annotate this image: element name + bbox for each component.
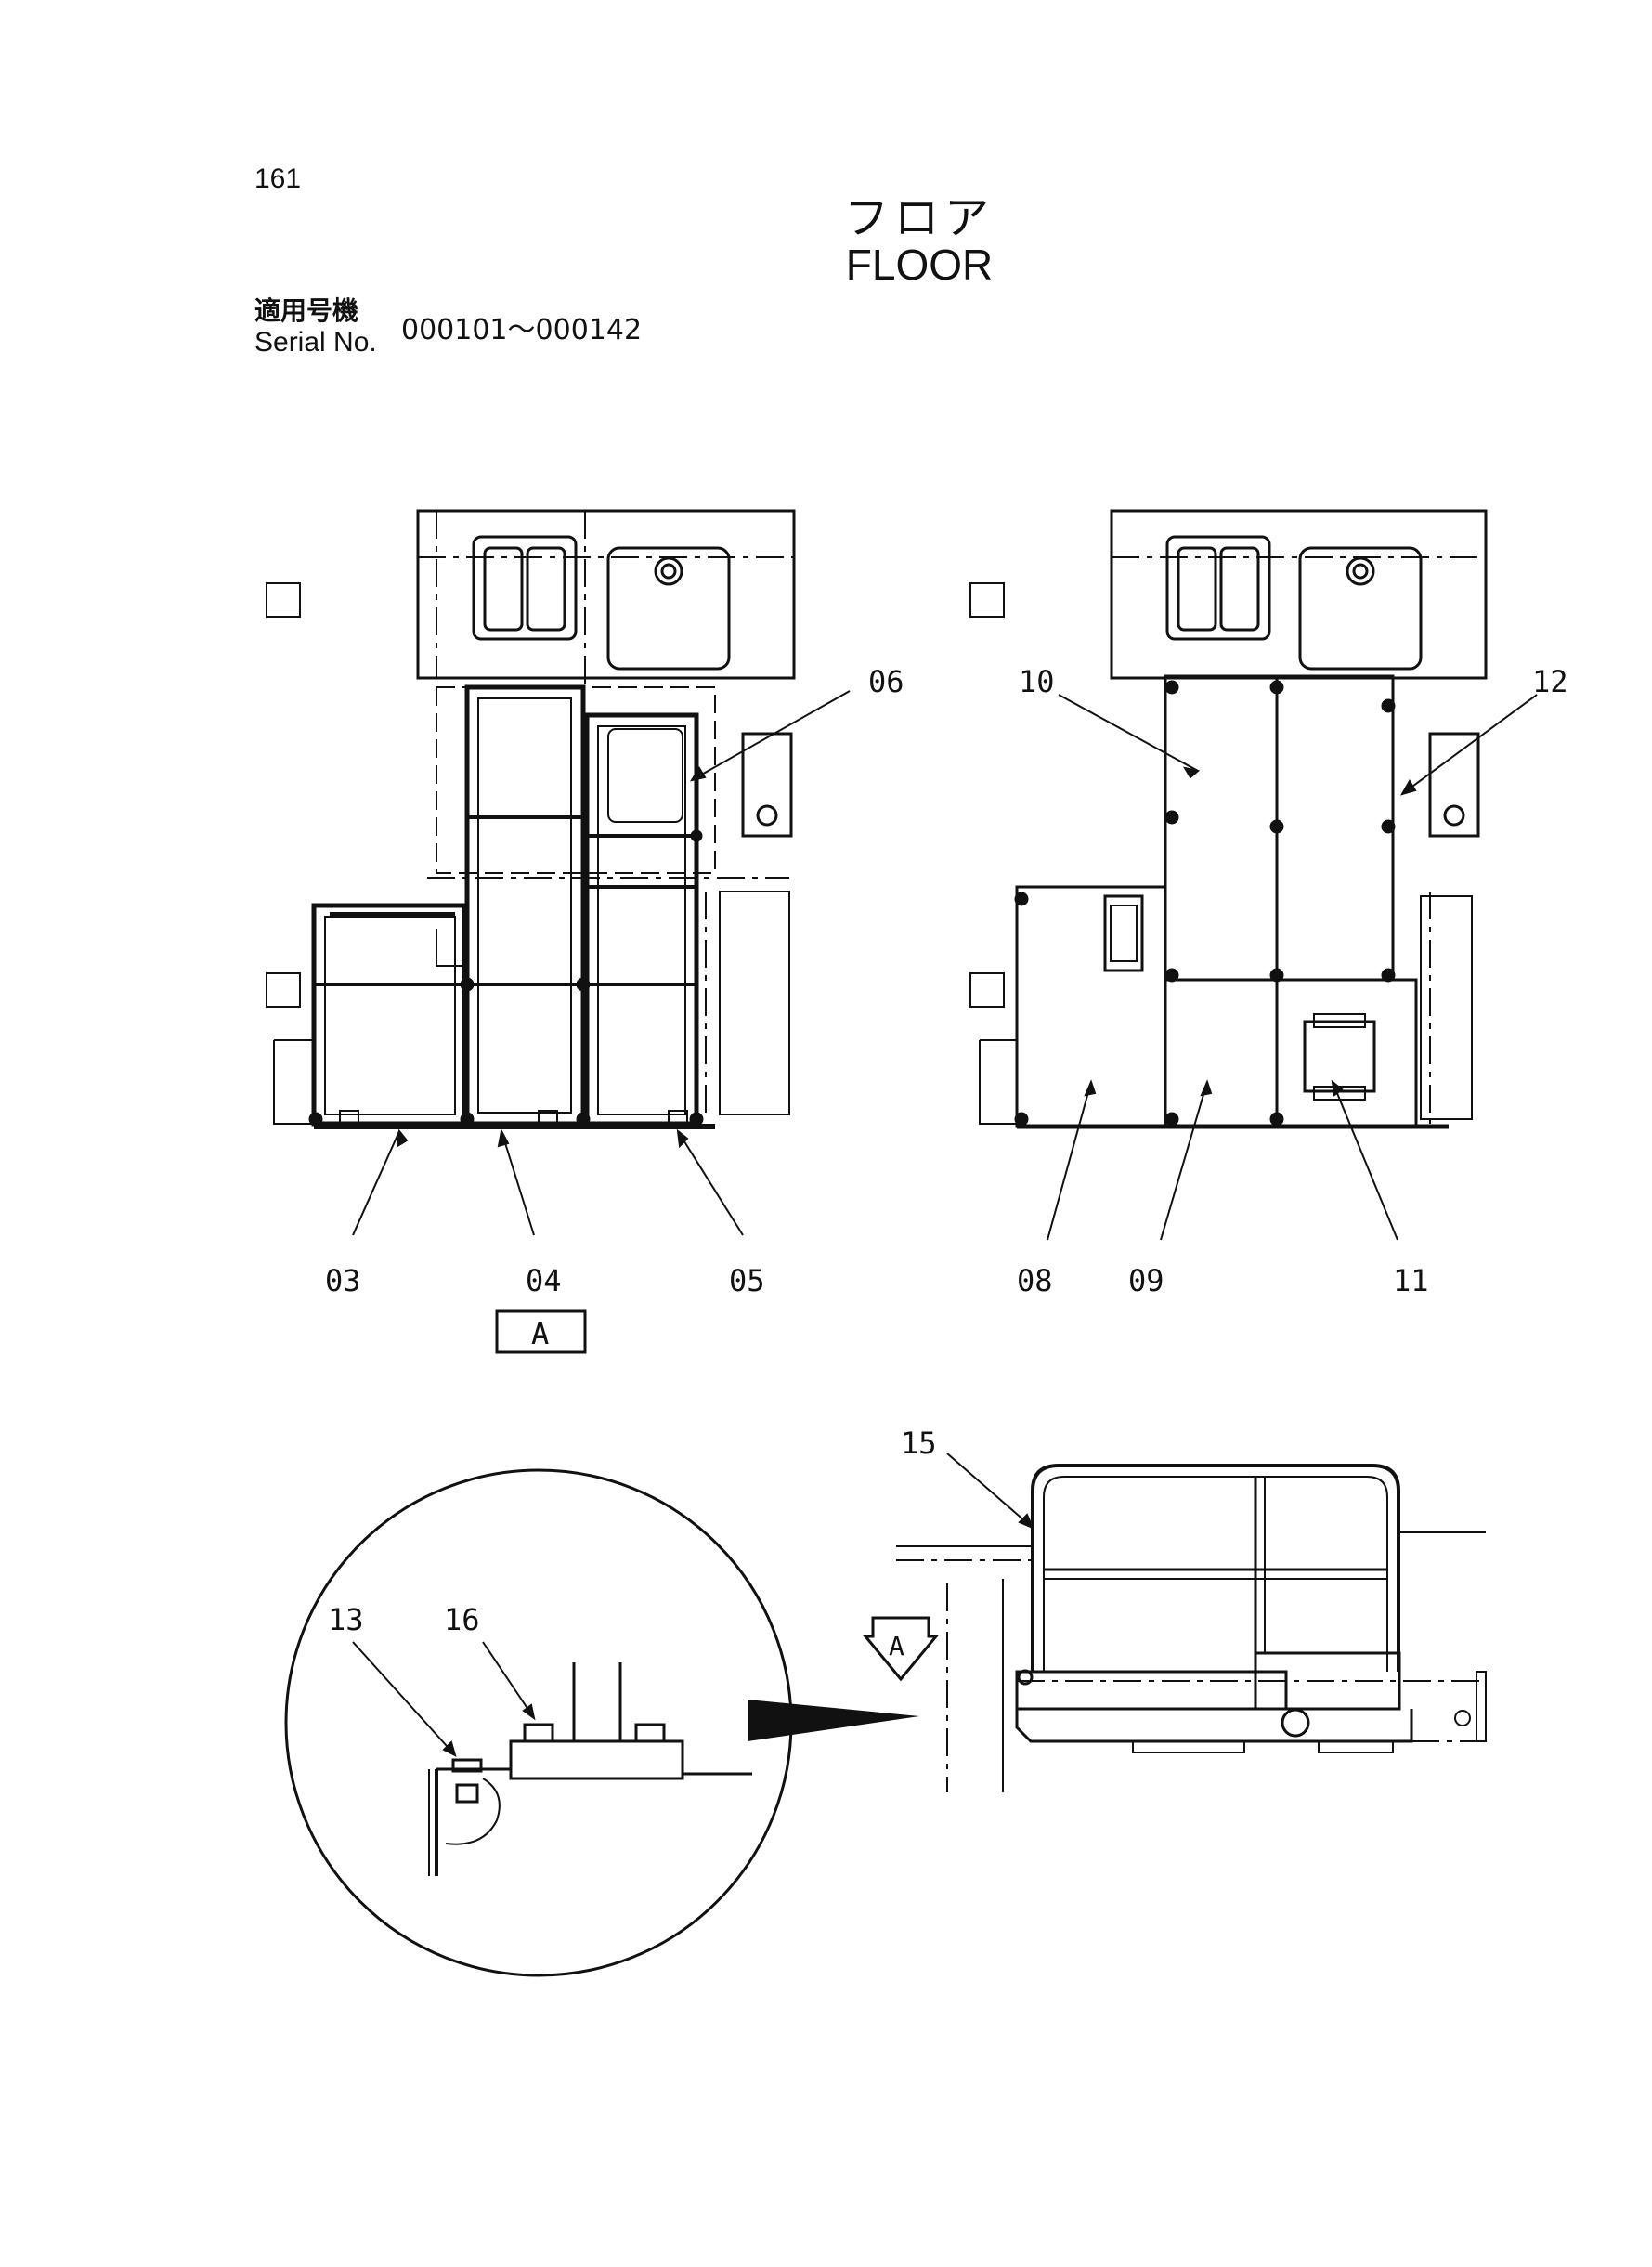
- view-label: A: [531, 1316, 549, 1351]
- right-leader-lines: [1047, 694, 1538, 1241]
- callout-10: 10: [1019, 664, 1055, 699]
- serial-label-japanese: 適用号機: [254, 295, 359, 326]
- callout-08: 08: [1017, 1263, 1053, 1298]
- page-title-japanese: フロア: [843, 192, 995, 244]
- serial-label: Serial No.: [254, 327, 377, 358]
- serial-range: 000101～000142: [401, 314, 643, 346]
- page-number: 161: [254, 163, 302, 194]
- callout-03: 03: [325, 1263, 361, 1298]
- left-floor-view: [266, 509, 796, 1129]
- arrow-label: A: [889, 1631, 904, 1661]
- callout-09: 09: [1128, 1263, 1164, 1298]
- left-leader-lines: [352, 690, 851, 1236]
- callout-06: 06: [868, 664, 904, 699]
- detail-circle: [284, 1468, 919, 1977]
- right-floor-view: [969, 509, 1488, 1129]
- callout-12: 12: [1532, 664, 1568, 699]
- callout-05: 05: [729, 1263, 765, 1298]
- callout-04: 04: [526, 1263, 562, 1298]
- page-title: FLOOR: [845, 241, 994, 289]
- view-direction-arrow: [862, 1616, 940, 1682]
- view-label-box: [495, 1309, 587, 1354]
- callout-13: 13: [328, 1602, 364, 1637]
- callout-11: 11: [1393, 1263, 1429, 1298]
- detail-leader-lines: [352, 1641, 536, 1757]
- side-leader-lines: [946, 1453, 1034, 1530]
- side-view: [896, 1464, 1487, 1792]
- callout-15: 15: [901, 1426, 937, 1461]
- callout-16: 16: [444, 1602, 480, 1637]
